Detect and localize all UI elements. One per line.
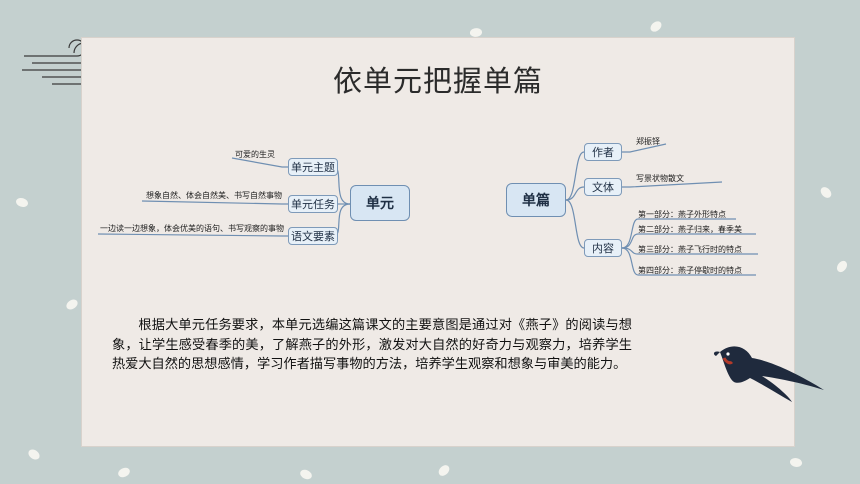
petal-decoration xyxy=(436,463,452,478)
branch-genre: 文体 xyxy=(584,178,622,196)
petal-decoration xyxy=(298,467,314,482)
slide-card: 依单元把握单篇 单元 单元主题 单元任务 语文要素 可爱的生灵 想象自然、体会自… xyxy=(82,38,794,446)
swallow-illustration xyxy=(713,346,824,402)
branch-content: 内容 xyxy=(584,239,622,257)
leaf-language-element: 一边读一边想象，体会优美的语句、书写观察的事物 xyxy=(100,224,284,233)
petal-decoration xyxy=(834,259,850,274)
leaf-genre: 写景状物散文 xyxy=(636,174,684,183)
description-paragraph: 根据大单元任务要求，本单元选编这篇课文的主要意图是通过对《燕子》的阅读与想象，让… xyxy=(112,318,632,372)
mind-map-center-unit: 单元 xyxy=(350,185,410,221)
petal-decoration xyxy=(469,27,483,38)
petal-decoration xyxy=(819,185,833,200)
petal-decoration xyxy=(64,298,80,311)
petal-decoration xyxy=(648,19,664,34)
page-title: 依单元把握单篇 xyxy=(332,64,543,98)
mind-map-center-single: 单篇 xyxy=(506,183,566,217)
leaf-content-part1: 第一部分：燕子外形特点 xyxy=(638,210,726,219)
petal-decoration xyxy=(788,455,804,470)
branch-language-element: 语文要素 xyxy=(288,227,338,245)
branch-unit-task: 单元任务 xyxy=(288,195,338,213)
leaf-author: 郑振铎 xyxy=(636,137,660,146)
leaf-content-part4: 第四部分：燕子停歇时的特点 xyxy=(638,266,742,275)
petal-decoration xyxy=(26,447,42,462)
petal-decoration xyxy=(117,467,131,478)
leaf-content-part2: 第二部分：燕子归来，春季美 xyxy=(638,225,742,234)
leaf-unit-theme: 可爱的生灵 xyxy=(235,150,275,159)
petal-decoration xyxy=(14,195,30,210)
leaf-unit-task: 想象自然、体会自然美、书写自然事物 xyxy=(146,191,282,200)
branch-author: 作者 xyxy=(584,143,622,161)
mind-map-connectors xyxy=(97,143,758,276)
branch-unit-theme: 单元主题 xyxy=(288,158,338,176)
leaf-content-part3: 第三部分：燕子飞行时的特点 xyxy=(638,245,742,254)
